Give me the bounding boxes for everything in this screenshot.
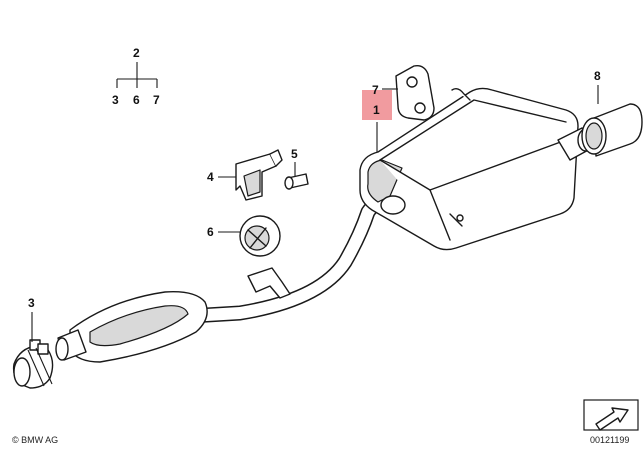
callout-3[interactable]: 3 (28, 296, 35, 310)
callout-6[interactable]: 6 (207, 225, 214, 239)
callout-5[interactable]: 5 (291, 147, 298, 161)
callout-2[interactable]: 2 (133, 46, 140, 60)
callout-2-sub-3[interactable]: 3 (112, 93, 119, 107)
rubber-mount (239, 215, 281, 257)
callout-2-sub-7[interactable]: 7 (153, 93, 160, 107)
rear-silencer (359, 87, 595, 251)
center-silencer (55, 291, 208, 363)
mounting-bracket (235, 149, 283, 201)
copyright-text: © BMW AG (12, 435, 58, 445)
callout-8[interactable]: 8 (594, 69, 601, 83)
callout-2-sub-6[interactable]: 6 (133, 93, 140, 107)
retaining-clip (247, 267, 291, 299)
intermediate-pipe (182, 190, 400, 324)
hex-bolt (284, 173, 309, 190)
callout-1-highlight (362, 90, 392, 120)
callout-7[interactable]: 7 (372, 83, 379, 97)
direction-arrow-icon (583, 399, 639, 431)
tailpipe-trim (581, 103, 643, 157)
rubber-hanger-top (395, 64, 471, 121)
callout-1[interactable]: 1 (373, 103, 380, 117)
callout-4[interactable]: 4 (207, 170, 214, 184)
pipe-clamp (12, 339, 54, 389)
drawing-number: 00121199 (590, 435, 629, 445)
